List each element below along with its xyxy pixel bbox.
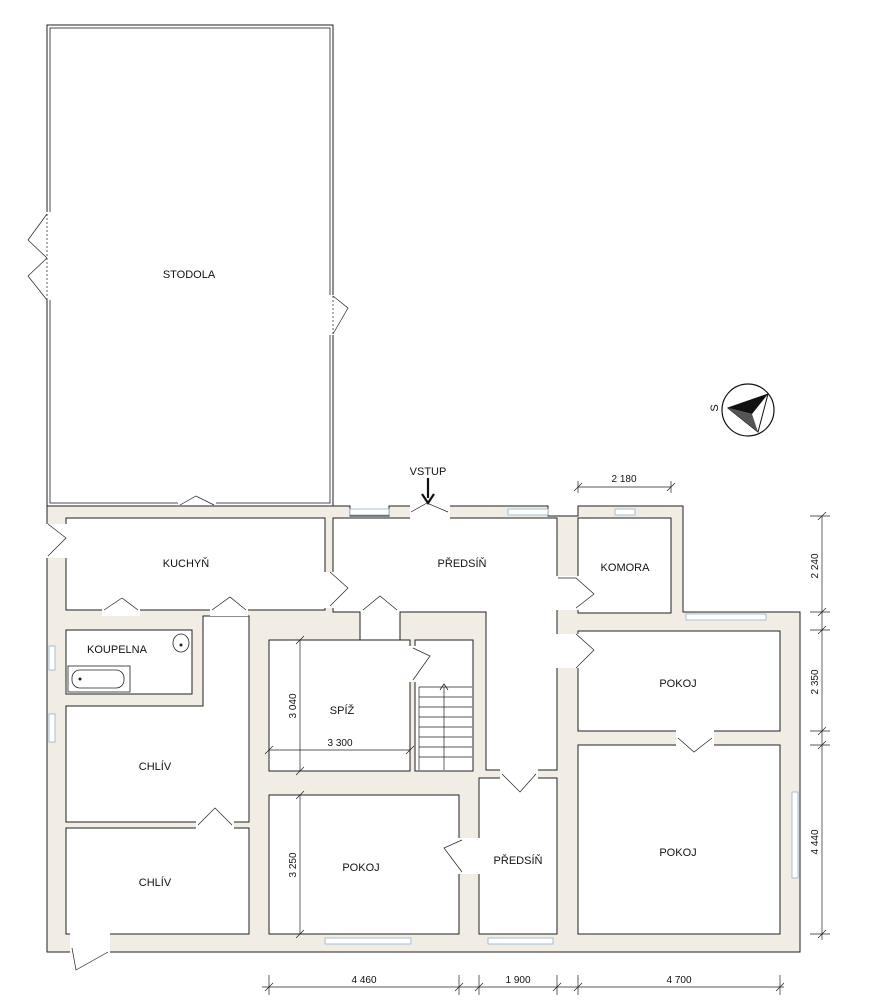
label-spiz: SPÍŽ [330, 704, 355, 717]
label-pokoj-center: POKOJ [342, 862, 379, 874]
room-pokoj-upper-right [577, 630, 781, 732]
room-chliv-upper [65, 615, 250, 823]
room-chliv-lower [65, 827, 250, 935]
dim-right-1: 2 240 [810, 553, 821, 578]
room-labels: STODOLA KUCHYŇ PŘEDSÍŇ KOMORA KOUPELNA S… [87, 269, 721, 889]
label-komora: KOMORA [601, 562, 651, 574]
room-pokoj-center [268, 794, 460, 935]
label-predsin-main: PŘEDSÍŇ [438, 557, 487, 570]
label-pokoj-lower-right: POKOJ [659, 847, 696, 859]
doors [46, 502, 714, 971]
dim-komora-width: 2 180 [611, 474, 636, 485]
room-predsin-small [478, 777, 558, 935]
barn [27, 24, 349, 510]
entrance-arrow-icon [421, 478, 435, 505]
label-stodola: STODOLA [163, 269, 216, 281]
room-komora [577, 517, 672, 614]
room-spiz [268, 639, 411, 772]
label-pokoj-upper-right: POKOJ [659, 678, 696, 690]
compass-icon [721, 383, 775, 437]
windows [48, 508, 799, 945]
room-kuchyn [65, 517, 326, 611]
house-walls [46, 505, 801, 953]
interior-dimensions [264, 635, 415, 939]
dim-spiz-height: 3 040 [288, 693, 299, 718]
dim-bottom-3: 4 700 [666, 975, 691, 986]
exterior-dimensions [262, 481, 830, 995]
dim-pokoj-height: 3 250 [288, 852, 299, 877]
dim-spiz-width: 3 300 [327, 738, 352, 749]
bathroom-fixtures [67, 633, 190, 693]
dim-right-3: 4 440 [810, 829, 821, 854]
label-chliv-lower: CHLÍV [139, 876, 172, 889]
dimension-labels: 2 180 2 240 2 350 4 440 4 460 1 900 4 70… [288, 474, 821, 986]
label-entrance: VSTUP [410, 466, 447, 478]
dim-right-2: 2 350 [810, 669, 821, 694]
compass-label: S [709, 404, 721, 411]
room-predsin-main [332, 517, 558, 771]
label-chliv-upper: CHLÍV [139, 760, 172, 773]
room-pokoj-lower-right [577, 744, 781, 935]
stairs [418, 683, 472, 770]
label-kuchyn: KUCHYŇ [163, 557, 210, 570]
dim-bottom-2: 1 900 [505, 975, 530, 986]
label-koupelna: KOUPELNA [87, 644, 148, 656]
label-predsin-small: PŘEDSÍŇ [494, 854, 543, 867]
dim-bottom-1: 4 460 [351, 975, 376, 986]
